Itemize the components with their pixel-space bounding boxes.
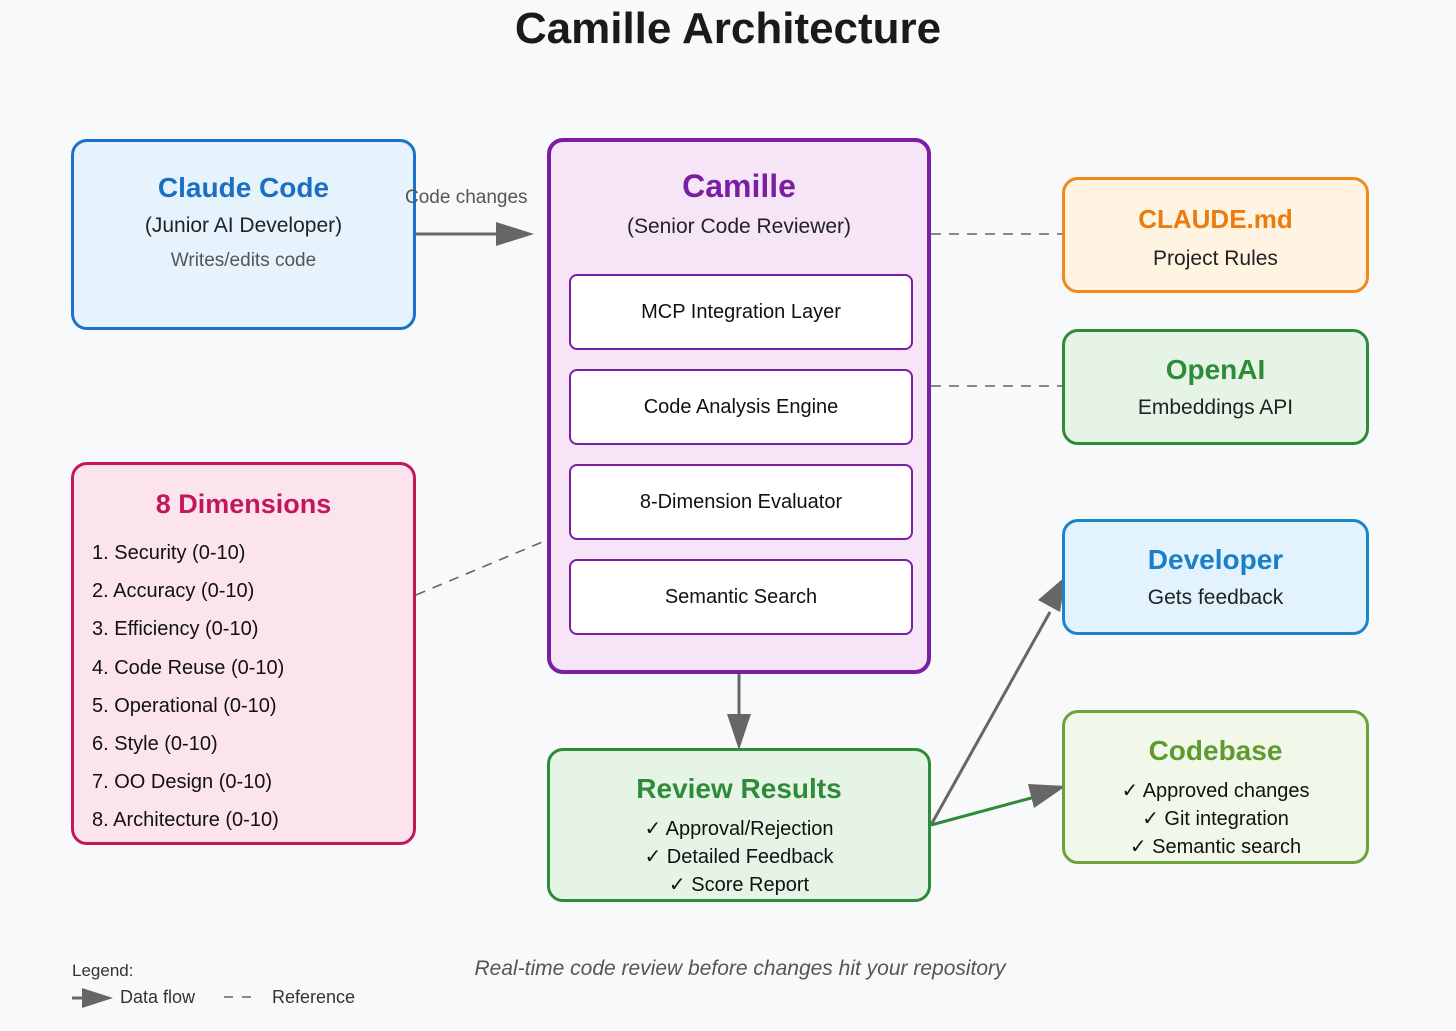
node-review-results: Review Results ✓ Approval/Rejection ✓ De…: [547, 748, 931, 902]
node-dimensions: 8 Dimensions 1. Security (0-10) 2. Accur…: [71, 462, 416, 845]
list-item: ✓ Score Report: [668, 874, 810, 896]
node-title: CLAUDE.md: [1138, 204, 1293, 234]
list-item: 3. Efficiency (0-10): [92, 618, 259, 641]
node-claude-code: Claude Code (Junior AI Developer) Writes…: [71, 139, 416, 330]
list-item: ✓ Detailed Feedback: [644, 846, 834, 868]
list-item: 6. Style (0-10): [92, 732, 218, 755]
node-title: Claude Code: [157, 172, 330, 203]
list-item: ✓ Semantic search: [1129, 836, 1302, 858]
node-subtitle: Gets feedback: [1147, 586, 1284, 609]
list-item: 7. OO Design (0-10): [92, 771, 273, 794]
node-codebase: Codebase ✓ Approved changes ✓ Git integr…: [1062, 710, 1369, 864]
node-subtitle: (Senior Code Reviewer): [626, 215, 852, 238]
layer-semantic-search: Semantic Search: [569, 559, 913, 635]
ref-dimensions-camille: [415, 539, 548, 596]
legend-reference: Reference: [272, 987, 356, 1007]
node-openai: OpenAI Embeddings API: [1062, 329, 1369, 445]
node-subtitle: Project Rules: [1153, 247, 1278, 270]
edge-review-to-codebase: [930, 784, 1066, 827]
node-title: Camille: [682, 168, 796, 204]
node-claude-md: CLAUDE.md Project Rules: [1062, 177, 1369, 293]
edge-review-to-developer: [929, 576, 1066, 826]
legend-arrow-symbol: [72, 988, 113, 1008]
edge-camille-to-review: [727, 674, 751, 750]
diagram-title: Camille Architecture: [514, 4, 942, 53]
node-subtitle: (Junior AI Developer): [144, 214, 343, 237]
list-item: 5. Operational (0-10): [92, 694, 277, 717]
legend-data-flow: Data flow: [120, 987, 196, 1007]
node-title: Review Results: [636, 773, 842, 804]
legend-title: Legend:: [72, 961, 134, 980]
dimension-list: 1. Security (0-10) 2. Accuracy (0-10) 3.…: [74, 534, 413, 840]
list-item: ✓ Approved changes: [1121, 780, 1310, 802]
layer-mcp-integration: MCP Integration Layer: [569, 274, 913, 350]
node-title: OpenAI: [1165, 354, 1266, 385]
edge-label-code-changes: Code changes: [405, 187, 528, 208]
node-camille: Camille (Senior Code Reviewer) MCP Integ…: [547, 138, 931, 674]
list-item: 2. Accuracy (0-10): [92, 580, 255, 603]
layer-code-analysis: Code Analysis Engine: [569, 369, 913, 445]
edge-code-changes: [416, 222, 534, 246]
diagram-caption: Real-time code review before changes hit…: [474, 957, 1006, 980]
list-item: 1. Security (0-10): [92, 542, 246, 564]
node-subtitle: Embeddings API: [1137, 396, 1294, 419]
node-developer: Developer Gets feedback: [1062, 519, 1369, 635]
layer-dimension-evaluator: 8-Dimension Evaluator: [569, 464, 913, 540]
list-item: ✓ Approval/Rejection: [644, 818, 834, 840]
node-title: 8 Dimensions: [155, 489, 332, 519]
list-item: 8. Architecture (0-10): [92, 809, 279, 832]
node-title: Developer: [1147, 544, 1284, 575]
node-title: Codebase: [1148, 735, 1283, 766]
node-note: Writes/edits code: [170, 250, 317, 271]
list-item: 4. Code Reuse (0-10): [92, 656, 285, 679]
list-item: ✓ Git integration: [1142, 808, 1289, 830]
